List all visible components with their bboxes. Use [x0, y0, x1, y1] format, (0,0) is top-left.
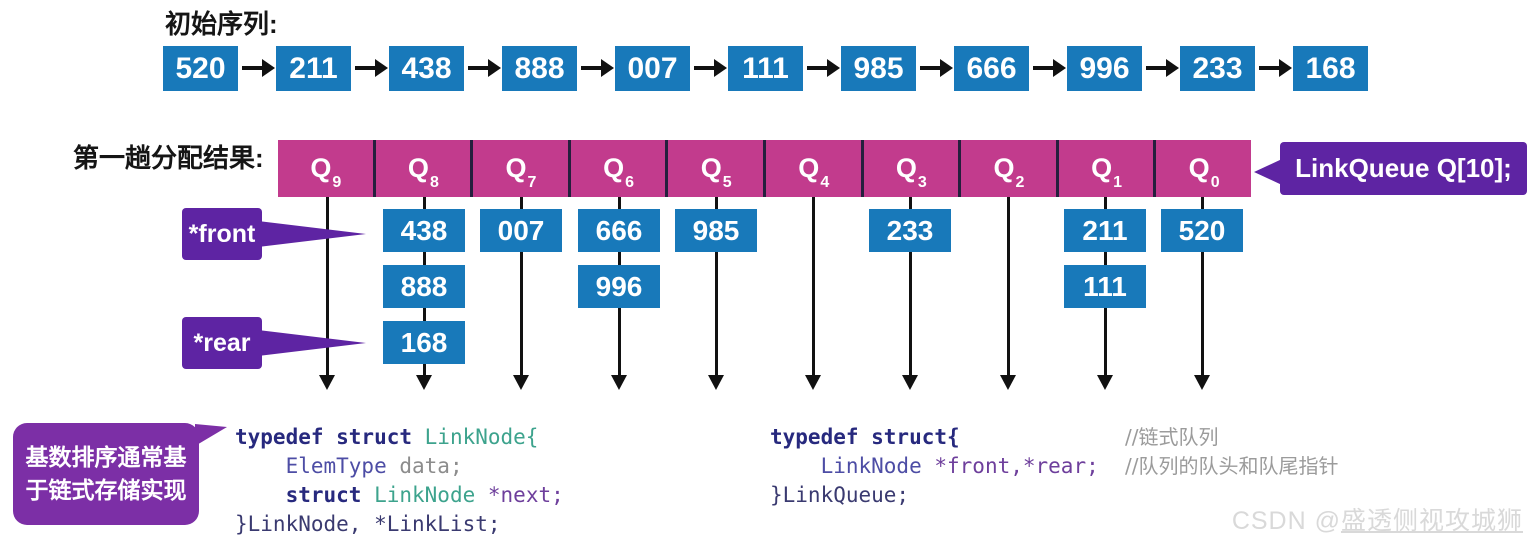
linkqueue-code-line-2: LinkNode *front,*rear;//队列的队头和队尾指针 [770, 452, 1339, 481]
csdn-watermark: CSDN @盛透侧视攻城狮 [1232, 501, 1523, 537]
queue-cell-q9: Q9 [278, 140, 376, 197]
arrow-right-icon [714, 59, 727, 77]
arrow-right-icon [1279, 59, 1292, 77]
front-pointer-label: *front [188, 219, 256, 248]
initial-node: 211 [276, 46, 351, 91]
arrow-right-icon [468, 66, 489, 70]
queue-cell-q5: Q5 [668, 140, 766, 197]
arrow-right-icon [601, 59, 614, 77]
arrow-down-icon [708, 375, 724, 390]
initial-node: 168 [1293, 46, 1368, 91]
arrow-down-icon [902, 375, 918, 390]
queue-node: 666 [578, 209, 660, 252]
arrow-down-icon [909, 197, 912, 376]
arrow-down-icon [1201, 197, 1204, 376]
linkqueue-code-line-3: }LinkQueue; [770, 483, 910, 507]
queue-node: 985 [675, 209, 757, 252]
arrow-down-icon [513, 375, 529, 390]
code-comment: //链式队列 [1125, 425, 1219, 449]
arrow-right-icon [694, 66, 715, 70]
radix-sort-note-callout: 基数排序通常基 于链式存储实现 [13, 423, 199, 525]
arrow-right-icon [1053, 59, 1066, 77]
arrow-down-icon [715, 197, 718, 376]
queue-node: 233 [869, 209, 951, 252]
queue-cell-q3: Q3 [864, 140, 962, 197]
arrow-right-icon [355, 66, 376, 70]
linknode-code-line-1: typedef struct LinkNode{ [235, 425, 539, 449]
queue-node: 520 [1161, 209, 1243, 252]
queue-cell-q2: Q2 [961, 140, 1059, 197]
arrow-right-icon [807, 66, 828, 70]
arrow-right-icon [581, 66, 602, 70]
watermark-username: 盛透侧视攻城狮 [1340, 507, 1523, 535]
linknode-code-line-4: }LinkNode, *LinkList; [235, 512, 501, 536]
arrow-down-icon [611, 375, 627, 390]
arrow-down-icon [319, 375, 335, 390]
linkqueue-callout-tip-icon [1254, 159, 1282, 185]
initial-sequence-label: 初始序列: [165, 9, 278, 39]
arrow-right-icon [1166, 59, 1179, 77]
arrow-right-icon [940, 59, 953, 77]
watermark-prefix: CSDN @ [1231, 507, 1341, 535]
linkqueue-code-line-1: typedef struct{//链式队列 [770, 423, 1218, 452]
arrow-right-icon [827, 59, 840, 77]
queue-cell-q7: Q7 [473, 140, 571, 197]
queue-node: 211 [1064, 209, 1146, 252]
linkqueue-declaration-callout: LinkQueue Q[10]; [1280, 142, 1527, 195]
arrow-right-icon [1146, 66, 1167, 70]
arrow-down-icon [1194, 375, 1210, 390]
queue-cell-q0: Q0 [1188, 153, 1220, 192]
initial-node: 233 [1180, 46, 1255, 91]
arrow-right-icon [920, 66, 941, 70]
code-comment: //队列的队头和队尾指针 [1125, 454, 1339, 478]
note-callout-tip-icon [195, 424, 227, 446]
first-pass-label: 第一趟分配结果: [73, 143, 264, 173]
linkqueue-declaration-label: LinkQueue Q[10]; [1295, 153, 1512, 183]
arrow-right-icon [242, 66, 263, 70]
linknode-struct-code: typedef struct LinkNode{ ElemType data; … [235, 423, 564, 539]
queue-node: 996 [578, 265, 660, 308]
queue-cell-q4: Q4 [766, 140, 864, 197]
initial-node: 007 [615, 46, 690, 91]
initial-node: 666 [954, 46, 1029, 91]
arrow-right-icon [1033, 66, 1054, 70]
arrow-down-icon [805, 375, 821, 390]
arrow-down-icon [1007, 197, 1010, 376]
rear-pointer-callout: *rear [182, 317, 262, 369]
arrow-down-icon [520, 197, 523, 376]
arrow-right-icon [375, 59, 388, 77]
initial-node: 888 [502, 46, 577, 91]
queue-node: 888 [383, 265, 465, 308]
queue-node: 168 [383, 321, 465, 364]
initial-node: 996 [1067, 46, 1142, 91]
initial-node: 111 [728, 46, 803, 91]
linkqueue-struct-code: typedef struct{//链式队列 LinkNode *front,*r… [770, 423, 1339, 510]
linknode-code-line-2: ElemType data; [285, 454, 463, 478]
arrow-down-icon [812, 197, 815, 376]
queue-cell-q6: Q6 [571, 140, 669, 197]
arrow-down-icon [1097, 375, 1113, 390]
initial-node: 520 [163, 46, 238, 91]
arrow-down-icon [416, 375, 432, 390]
note-line-2: 于链式存储实现 [25, 477, 187, 503]
arrow-right-icon [488, 59, 501, 77]
linknode-code-line-3: struct LinkNode *next; [285, 483, 564, 507]
arrow-down-icon [326, 197, 329, 376]
arrow-down-icon [1000, 375, 1016, 390]
note-line-1: 基数排序通常基 [25, 443, 187, 470]
rear-pointer-arrow-icon [258, 330, 366, 356]
arrow-right-icon [262, 59, 275, 77]
queue-node: 111 [1064, 265, 1146, 308]
initial-node: 438 [389, 46, 464, 91]
queue-node: 007 [480, 209, 562, 252]
queue-node: 438 [383, 209, 465, 252]
queue-cell-q8: Q8 [376, 140, 474, 197]
front-pointer-arrow-icon [258, 221, 366, 247]
arrow-right-icon [1259, 66, 1280, 70]
rear-pointer-label: *rear [193, 328, 251, 357]
queue-cell-q1: Q1 [1059, 140, 1157, 197]
front-pointer-callout: *front [182, 208, 262, 260]
initial-node: 985 [841, 46, 916, 91]
